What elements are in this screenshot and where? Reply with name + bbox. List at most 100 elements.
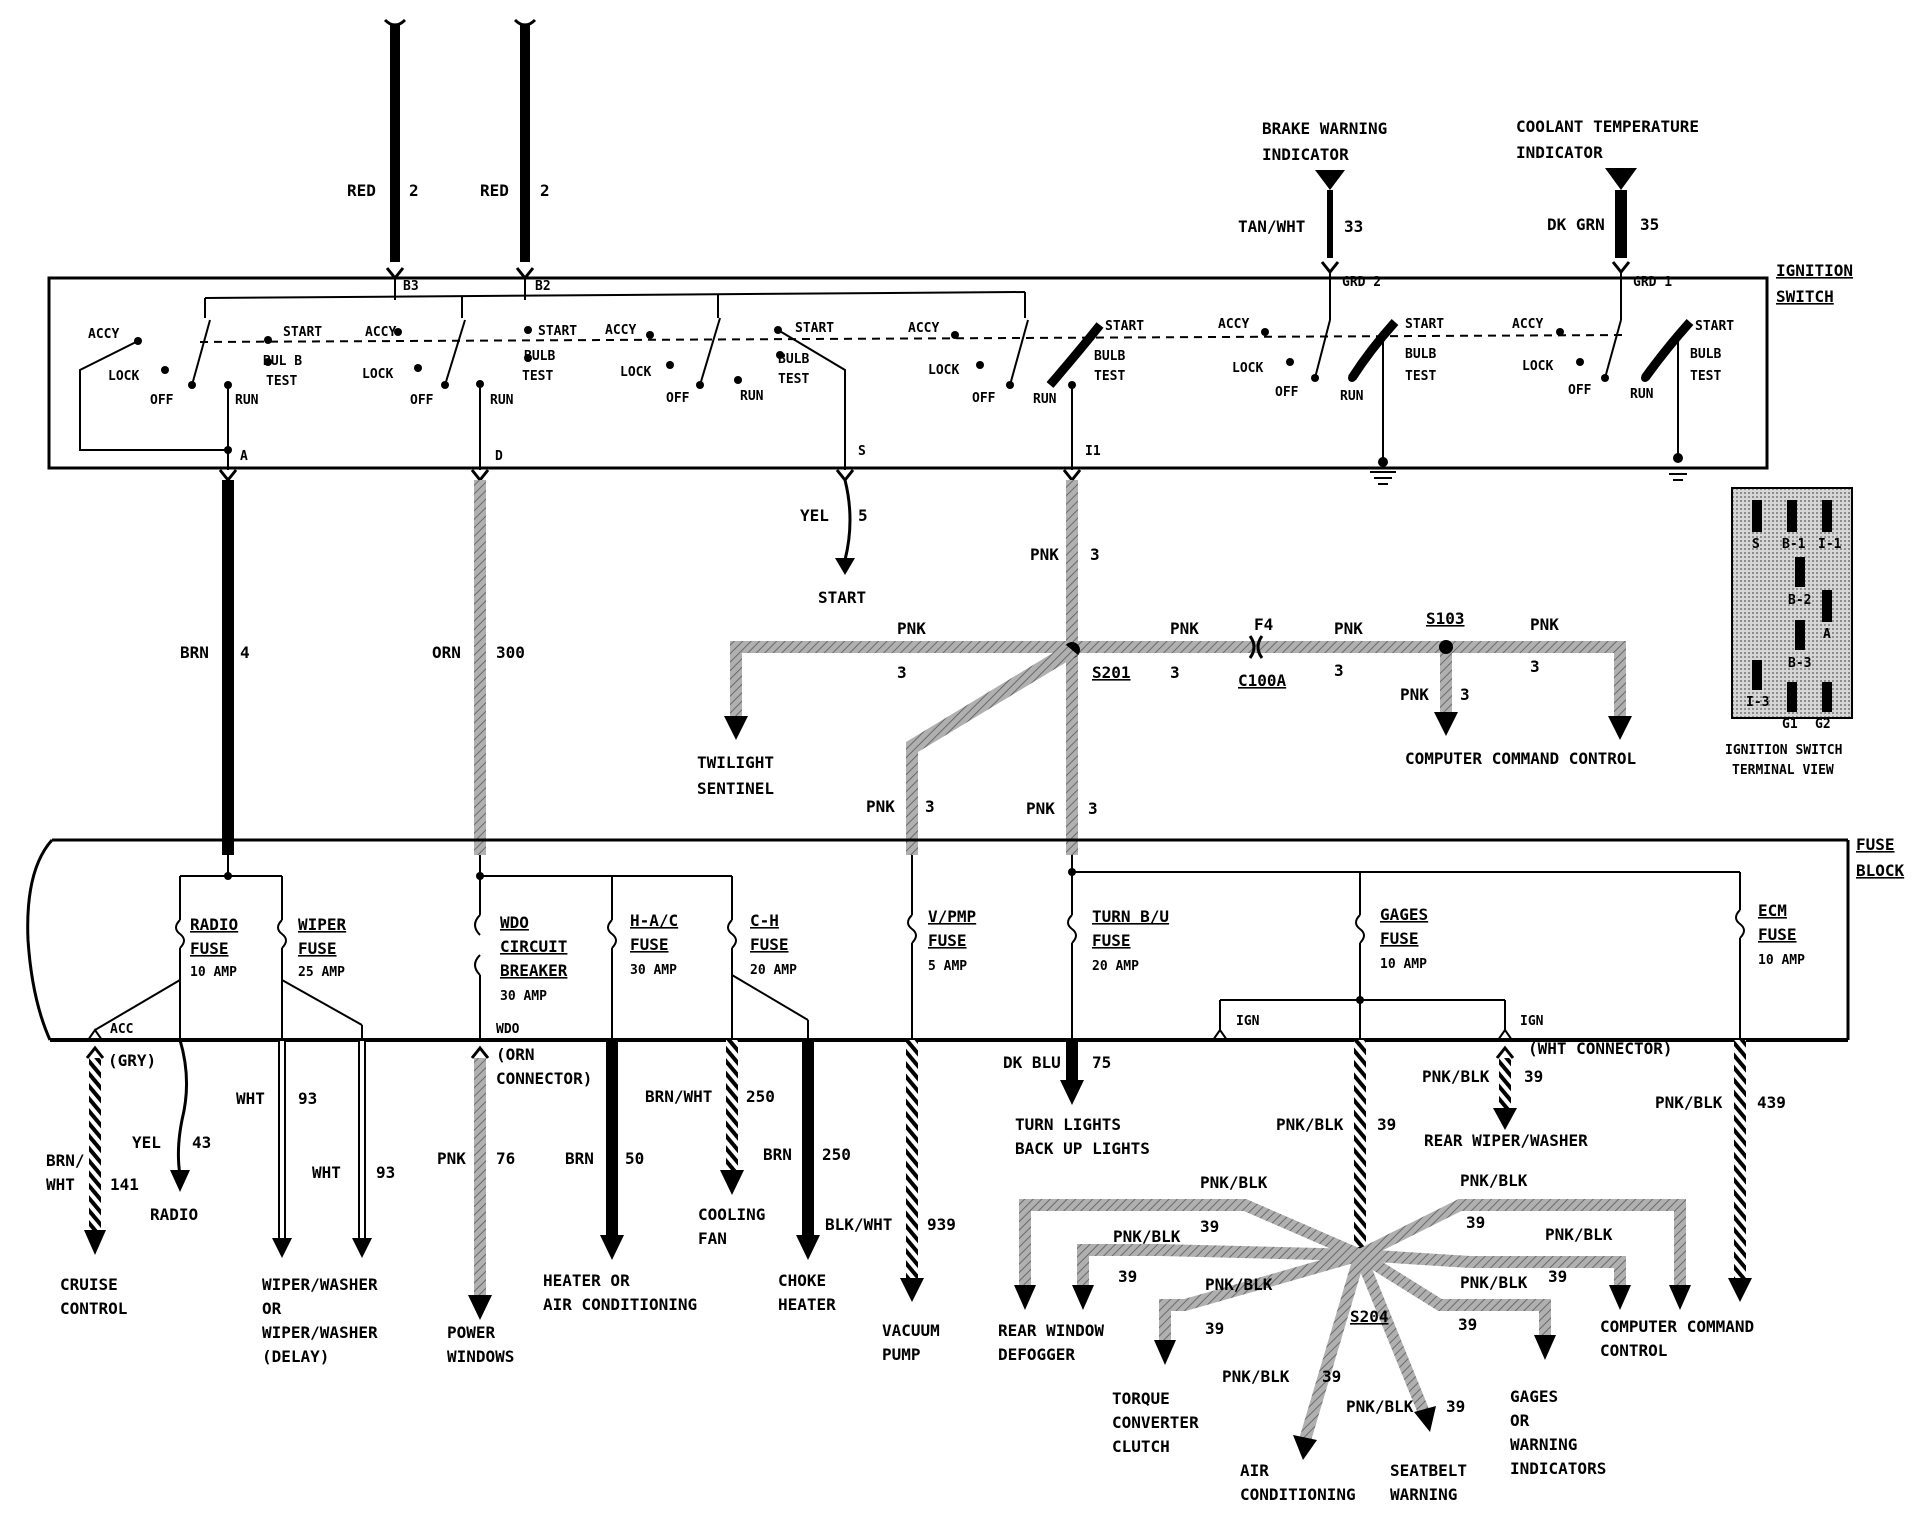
fuse-radio-3: 10 AMP: [190, 965, 237, 980]
pos-run-3: RUN: [740, 389, 764, 404]
label-s103: S103: [1426, 609, 1465, 628]
label-gages-1: GAGES: [1510, 1387, 1558, 1406]
label-ccc-mid: COMPUTER COMMAND CONTROL: [1405, 749, 1636, 768]
label-rear-def-2: DEFOGGER: [998, 1345, 1075, 1364]
term-ign-2: IGN: [1520, 1014, 1544, 1029]
pos-start-6: START: [1695, 319, 1734, 334]
label-c100a: C100A: [1238, 671, 1287, 690]
term-b3: B3: [403, 279, 419, 294]
term-grd1: GRD 1: [1633, 275, 1672, 290]
label-s204: S204: [1350, 1307, 1389, 1326]
label-39-def: 39: [1200, 1217, 1219, 1236]
pos-start-1: START: [283, 325, 322, 340]
fuse-turn-1: TURN B/U: [1092, 907, 1169, 926]
label-ignition: IGNITION: [1776, 261, 1853, 280]
label-yel-43: YEL: [132, 1133, 161, 1152]
label-orn: ORN: [432, 643, 461, 662]
label-heater-1: HEATER OR: [543, 1271, 630, 1290]
label-tan-wht: TAN/WHT: [1238, 217, 1305, 236]
pos-start-3: START: [795, 321, 834, 336]
pos-run-4: RUN: [1033, 392, 1057, 407]
term-ign-1: IGN: [1236, 1014, 1260, 1029]
tv-g1: G1: [1782, 717, 1798, 732]
label-torque-2: CONVERTER: [1112, 1413, 1199, 1432]
pos-off-5: OFF: [1275, 385, 1299, 400]
fuse-gages-3: 10 AMP: [1380, 957, 1427, 972]
fuse-block: [26, 838, 1850, 1042]
pos-off-6: OFF: [1568, 383, 1592, 398]
fuse-hac-3: 30 AMP: [630, 963, 677, 978]
label-pnk-vpmp-num: 3: [925, 797, 935, 816]
label-pnkblk-air: PNK/BLK: [1222, 1367, 1290, 1386]
pos-test-4: TEST: [1094, 369, 1125, 384]
label-brake-2: INDICATOR: [1262, 145, 1349, 164]
label-brn-num: 4: [240, 643, 250, 662]
label-pnk-down-num: 3: [1460, 685, 1470, 704]
pos-off-1: OFF: [150, 393, 174, 408]
pos-accy-3: ACCY: [605, 323, 636, 338]
label-cruise-1: CRUISE: [60, 1275, 118, 1294]
tv-g2: G2: [1815, 717, 1831, 732]
pos-bulb-5: BULB: [1405, 347, 1436, 362]
label-vacuum-1: VACUUM: [882, 1321, 940, 1340]
fuse-vpmp-1: V/PMP: [928, 907, 976, 926]
label-gages-4: INDICATORS: [1510, 1459, 1606, 1478]
label-dk-grn: DK GRN: [1547, 215, 1605, 234]
pos-accy-2: ACCY: [365, 325, 396, 340]
label-choke-2: HEATER: [778, 1295, 836, 1314]
label-s201-num: 3: [1170, 663, 1180, 682]
pos-start-2: START: [538, 324, 577, 339]
fuse-ch-3: 20 AMP: [750, 963, 797, 978]
label-pnkblk-main-num: 39: [1377, 1115, 1396, 1134]
label-dkblu-num: 75: [1092, 1053, 1111, 1072]
tv-caption-2: TERMINAL VIEW: [1732, 763, 1834, 778]
label-pnk-far: PNK: [1530, 615, 1559, 634]
label-yel-43-num: 43: [192, 1133, 211, 1152]
label-power-2: WINDOWS: [447, 1347, 514, 1366]
middle-wires: [218, 469, 1632, 855]
fuse-gages-1: GAGES: [1380, 905, 1428, 924]
label-turn-2: BACK UP LIGHTS: [1015, 1139, 1150, 1158]
pos-accy-6: ACCY: [1512, 317, 1543, 332]
label-brn-50-num: 50: [625, 1149, 644, 1168]
pos-bulb-1: BUL B: [263, 354, 302, 369]
label-ccc-bottom-2: CONTROL: [1600, 1341, 1667, 1360]
label-gry: (GRY): [108, 1051, 156, 1070]
label-pnkblk-rear-num: 39: [1524, 1067, 1543, 1086]
pos-accy-5: ACCY: [1218, 317, 1249, 332]
label-air-1: AIR: [1240, 1461, 1269, 1480]
label-pnkblk-torque: PNK/BLK: [1205, 1275, 1273, 1294]
label-cruise-2: CONTROL: [60, 1299, 127, 1318]
pos-bulb-6: BULB: [1690, 347, 1721, 362]
term-d: D: [495, 449, 503, 464]
tv-s: S: [1752, 537, 1760, 552]
label-pnk-76-num: 76: [496, 1149, 515, 1168]
tv-a: A: [1823, 627, 1831, 642]
label-pnk-right: PNK: [1334, 619, 1363, 638]
label-pnk-left: PNK: [897, 619, 926, 638]
label-cooling-1: COOLING: [698, 1205, 765, 1224]
label-red-1-num: 2: [409, 181, 419, 200]
tv-b1: B-1: [1782, 537, 1806, 552]
label-39-air: 39: [1322, 1367, 1341, 1386]
label-pnkblk-main: PNK/BLK: [1276, 1115, 1344, 1134]
label-brake-1: BRAKE WARNING: [1262, 119, 1387, 138]
term-acc: ACC: [110, 1022, 133, 1037]
pos-accy-4: ACCY: [908, 321, 939, 336]
pos-run-6: RUN: [1630, 387, 1654, 402]
label-39-seat: 39: [1446, 1397, 1465, 1416]
term-s: S: [858, 444, 866, 459]
label-vacuum-2: PUMP: [882, 1345, 921, 1364]
fuse-radio-1: RADIO: [190, 915, 238, 934]
label-pnk-76: PNK: [437, 1149, 466, 1168]
fuse-wiper-3: 25 AMP: [298, 965, 345, 980]
label-switch: SWITCH: [1776, 287, 1834, 306]
label-pnk-far-num: 3: [1530, 657, 1540, 676]
pos-lock-6: LOCK: [1522, 359, 1553, 374]
label-cooling-2: FAN: [698, 1229, 727, 1248]
label-wht-1-num: 93: [298, 1089, 317, 1108]
fuse-turn-3: 20 AMP: [1092, 959, 1139, 974]
tv-i3: I-3: [1746, 695, 1769, 710]
label-turn-1: TURN LIGHTS: [1015, 1115, 1121, 1134]
